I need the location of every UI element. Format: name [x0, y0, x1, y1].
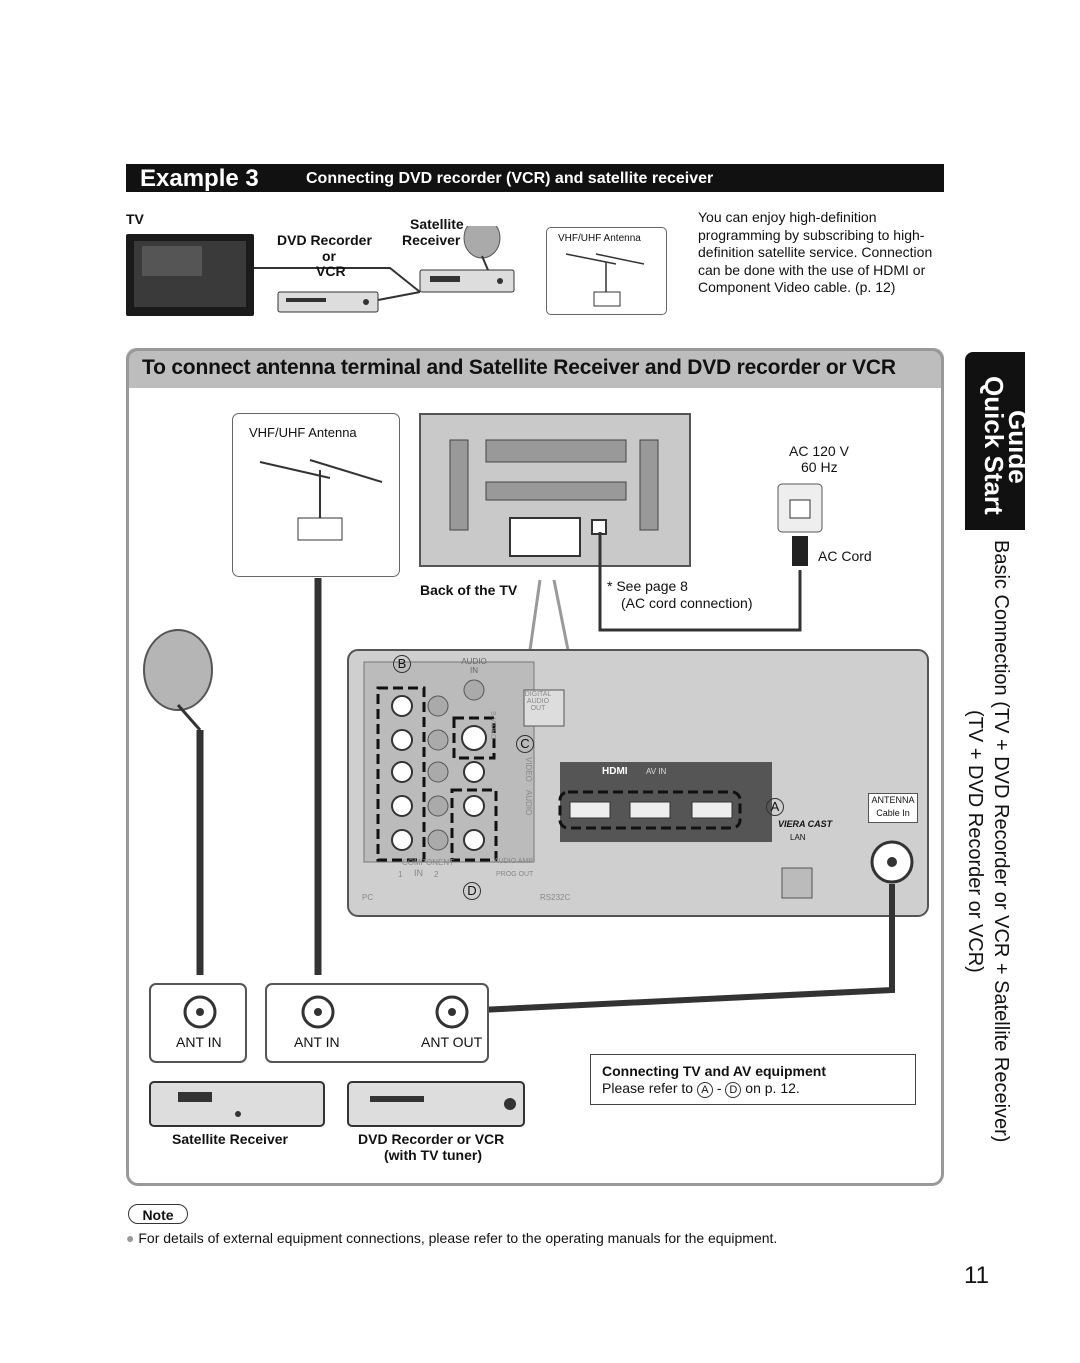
overview-satellite-label-1: Satellite [410, 216, 464, 232]
satellite-dish-icon [143, 629, 213, 731]
note-label: Note [128, 1204, 188, 1224]
quick-start-label: Quick Start [979, 376, 1009, 515]
guide-label: Guide [1003, 410, 1033, 484]
panel-viera-cast: VIERA CAST [778, 819, 833, 829]
panel-prog-out: PROG OUT [496, 871, 534, 878]
tv-illustration [126, 234, 254, 316]
main-frame [126, 348, 944, 1186]
overview-diagram [126, 226, 515, 316]
panel-in-2: 2 [434, 870, 439, 879]
av-equipment-title: Connecting TV and AV equipment [602, 1063, 826, 1079]
satellite-receiver-label: Satellite Receiver [172, 1131, 288, 1147]
av-equipment-suffix: on p. 12. [745, 1080, 800, 1096]
note-text-body: For details of external equipment connec… [138, 1230, 778, 1246]
panel-audio-in: AUDIO IN [461, 657, 487, 675]
overview-antenna-label: VHF/UHF Antenna [558, 233, 641, 244]
page-number: 11 [964, 1262, 989, 1289]
satellite-receiver-illustration [419, 269, 515, 293]
panel-antenna: ANTENNA [871, 795, 915, 805]
overview-antenna-icon [565, 253, 645, 307]
panel-lan: LAN [790, 833, 806, 842]
antenna-box [232, 413, 400, 577]
example-subtitle: Connecting DVD recorder (VCR) and satell… [306, 170, 714, 187]
dvd-recorder-sublabel: (with TV tuner) [384, 1147, 482, 1163]
overview-tv-label: TV [126, 211, 144, 227]
panel-pc: PC [362, 893, 374, 902]
ac-voltage: AC 120 V [789, 443, 849, 459]
antenna-label-box [868, 793, 918, 823]
av-equipment-text: Please refer to A - D on p. 12. [602, 1080, 800, 1098]
marker-a: A [766, 798, 784, 816]
overview-dvd-label-2: or [322, 248, 336, 264]
ac-frequency: 60 Hz [801, 459, 838, 475]
dvd-ant-out-label: ANT OUT [421, 1034, 483, 1050]
main-title: To connect antenna terminal and Satellit… [142, 356, 896, 379]
marker-d: D [463, 882, 481, 900]
av-equipment-dash: - [716, 1080, 722, 1096]
av-equipment-prefix: Please refer to [602, 1080, 694, 1096]
av-marker-d: D [725, 1082, 742, 1098]
example-header-bar [126, 164, 944, 192]
overview-dvd-label-3: VCR [316, 263, 346, 279]
tv-dvd-label: (TV + DVD Recorder or VCR) [964, 710, 986, 973]
panel-hdmi: HDMI [602, 766, 628, 777]
dvd-recorder-label: DVD Recorder or VCR [358, 1131, 505, 1147]
dvd-recorder-device [347, 1081, 525, 1127]
panel-audio: AUDIO [524, 790, 533, 816]
panel-s-video: S VIDEO [489, 711, 496, 740]
see-page-subnote: (AC cord connection) [621, 595, 753, 611]
panel-digital-audio-out: DIGITAL AUDIO OUT [524, 691, 552, 712]
marker-b: B [393, 655, 411, 673]
av-equipment-box [590, 1054, 916, 1105]
panel-in: IN [414, 868, 423, 878]
tv-back-illustration [419, 413, 691, 567]
quick-start-tab [965, 352, 1025, 530]
example-label: Example 3 [140, 165, 259, 192]
overview-dvd-label-1: DVD Recorder [277, 232, 372, 248]
main-title-bar [126, 348, 944, 388]
see-page-note: * See page 8 [607, 578, 688, 594]
note-bullet-icon: ● [126, 1230, 135, 1246]
satellite-ant-in-label: ANT IN [176, 1034, 222, 1050]
note-text: ● For details of external equipment conn… [126, 1230, 777, 1247]
panel-video: VIDEO [524, 757, 533, 782]
overview-satellite-label-2: Receiver [402, 232, 461, 248]
antenna-label: VHF/UHF Antenna [249, 425, 357, 440]
panel-cable-in: Cable In [876, 808, 910, 818]
overview-antenna-box [546, 227, 667, 315]
antenna-icon [259, 459, 383, 541]
satellite-receiver-device [149, 1081, 325, 1127]
panel-rs232c: RS232C [540, 893, 571, 902]
rear-panel [347, 649, 929, 917]
panel-component: COMPONENT [402, 858, 454, 867]
basic-connection-label: Basic Connection (TV + DVD Recorder or V… [990, 540, 1012, 1143]
ac-cord-label: AC Cord [818, 548, 872, 564]
overview-description: You can enjoy high-definition programmin… [698, 209, 933, 295]
satellite-dish-small [463, 226, 501, 271]
panel-av-in: AV IN [646, 767, 667, 776]
dvd-ant-in-label: ANT IN [294, 1034, 340, 1050]
panel-in-1: 1 [398, 870, 403, 879]
back-of-tv-label: Back of the TV [420, 582, 518, 598]
panel-audio-amp: AUDIO AMP [494, 858, 533, 865]
marker-c: C [516, 735, 534, 753]
dvd-recorder-illustration [277, 291, 379, 313]
connection-diagram [143, 413, 929, 1127]
av-marker-a: A [696, 1082, 713, 1098]
